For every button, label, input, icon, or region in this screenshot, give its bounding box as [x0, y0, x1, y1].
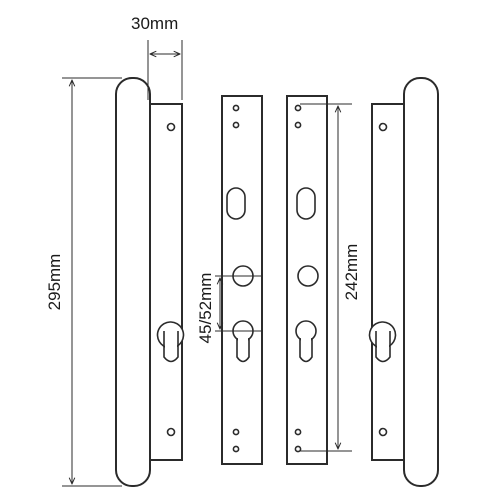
- backplate-1-cylinder-slot: [236, 338, 250, 363]
- left-grip: [115, 77, 151, 487]
- left-handle-side-view: [115, 77, 185, 487]
- screw-span-dimension: 242mm: [300, 103, 361, 452]
- backplate-1-screw-hole: [232, 445, 240, 453]
- backplate-1-screw-hole: [232, 104, 240, 112]
- backplate-2-cylinder-slot: [299, 338, 313, 363]
- screw-span-label: 242mm: [342, 244, 361, 301]
- backplate-2-screw-hole: [294, 428, 302, 436]
- right-plate-top-screw-hole: [378, 122, 388, 132]
- height-label: 295mm: [45, 254, 64, 311]
- right-grip: [403, 77, 439, 487]
- left-plate-bottom-screw-hole: [166, 427, 176, 437]
- backplate-1-screw-hole: [232, 428, 240, 436]
- spacing-dimension: 45/52mm: [196, 273, 262, 344]
- right-plate-euro-cylinder-slot: [375, 331, 391, 363]
- backplate-1-screw-hole: [232, 121, 240, 129]
- backplate-2-keyhole-slot: [296, 187, 316, 220]
- backplate-2-screw-hole: [294, 121, 302, 129]
- backplate-2-screw-hole: [294, 445, 302, 453]
- right-backplate: [371, 103, 407, 461]
- backplate-2-screw-hole: [294, 104, 302, 112]
- width-dimension: 30mm: [131, 14, 183, 100]
- spacing-label: 45/52mm: [196, 273, 215, 344]
- width-label: 30mm: [131, 14, 178, 33]
- backplate-front-1: [221, 95, 263, 465]
- backplate-2-spindle-hole: [297, 265, 319, 287]
- left-backplate: [147, 103, 183, 461]
- left-plate-top-screw-hole: [166, 122, 176, 132]
- backplate-front-2: [286, 95, 328, 465]
- right-plate-bottom-screw-hole: [378, 427, 388, 437]
- left-plate-euro-cylinder-slot: [163, 331, 179, 363]
- height-dimension: 295mm: [45, 77, 122, 487]
- right-handle-side-view: [368, 77, 439, 487]
- backplate-1-keyhole-slot: [226, 187, 246, 220]
